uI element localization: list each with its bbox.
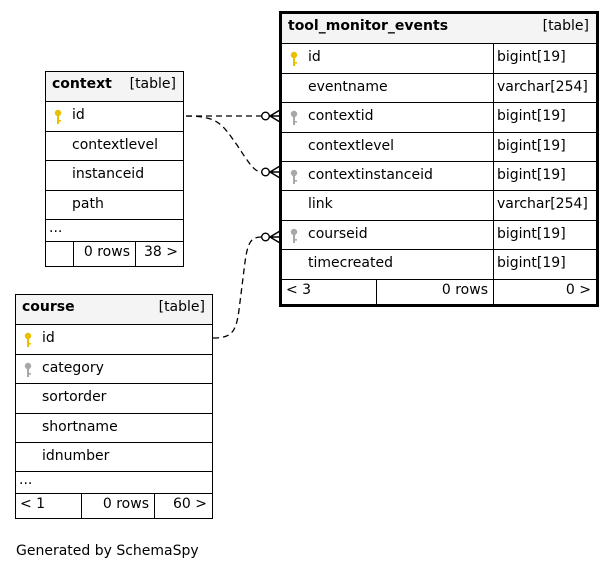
crowfoot-contextinstanceid	[268, 165, 281, 179]
column-name: timecreated	[308, 255, 393, 272]
column-row-contextid[interactable]: contextid bigint[19]	[282, 102, 596, 132]
table-context[interactable]: context [table] id contextlevel instance…	[45, 71, 184, 267]
more-columns: ...	[46, 218, 183, 241]
column-row-contextlevel[interactable]: contextlevel bigint[19]	[282, 131, 596, 161]
column-name: courseid	[308, 225, 368, 242]
edge-contextinstanceid-to-context-id	[185, 115, 264, 173]
column-name: sortorder	[42, 389, 107, 406]
table-name: context	[52, 76, 112, 92]
foreign-key-icon	[290, 169, 298, 184]
column-name: link	[308, 196, 333, 213]
column-type: bigint[19]	[493, 161, 596, 191]
column-type: bigint[19]	[493, 44, 596, 73]
column-row-id[interactable]: id	[16, 324, 212, 353]
more-columns: ...	[16, 471, 212, 493]
generated-by-text: Generated by SchemaSpy	[16, 543, 199, 559]
foreign-key-icon	[290, 110, 298, 126]
column-name: contextinstanceid	[308, 166, 433, 183]
primary-key-icon	[24, 333, 32, 348]
row-count: 0 rows	[81, 494, 154, 519]
crowfoot-courseid	[268, 230, 281, 244]
column-name: shortname	[42, 418, 118, 435]
table-header: context [table]	[46, 72, 183, 102]
column-name: instanceid	[72, 166, 145, 183]
table-type-label: [table]	[158, 299, 205, 315]
more-ellipsis: ...	[49, 219, 63, 236]
column-name: contextlevel	[72, 136, 159, 153]
column-row-shortname[interactable]: shortname	[16, 412, 212, 442]
column-row-id[interactable]: id bigint[19]	[282, 43, 596, 73]
parents-count[interactable]: < 1	[20, 496, 46, 513]
column-type: bigint[19]	[493, 250, 596, 279]
children-count[interactable]: 0 >	[493, 279, 596, 304]
column-name: contextid	[308, 108, 374, 125]
table-footer: < 3 0 rows 0 >	[282, 278, 596, 304]
children-count[interactable]: 38 >	[135, 241, 183, 266]
column-row-path[interactable]: path	[46, 189, 183, 219]
table-name: course	[22, 299, 75, 315]
foreign-key-icon	[24, 362, 32, 377]
column-row-contextinstanceid[interactable]: contextinstanceid bigint[19]	[282, 160, 596, 191]
column-name: idnumber	[42, 447, 110, 464]
column-name: category	[42, 359, 104, 376]
optional-marker-contextid	[261, 111, 271, 121]
column-type: varchar[254]	[493, 191, 596, 220]
column-row-link[interactable]: link varchar[254]	[282, 190, 596, 220]
table-name: tool_monitor_events	[288, 18, 449, 34]
column-row-sortorder[interactable]: sortorder	[16, 383, 212, 412]
table-header: tool_monitor_events [table]	[282, 14, 596, 44]
table-tool-monitor-events[interactable]: tool_monitor_events [table] id bigint[19…	[279, 11, 599, 307]
table-type-label: [table]	[129, 76, 176, 92]
parents-count[interactable]: < 3	[286, 281, 312, 298]
column-type: bigint[19]	[493, 132, 596, 161]
table-footer: 0 rows 38 >	[46, 240, 183, 266]
children-count[interactable]: 60 >	[154, 494, 212, 519]
optional-marker-courseid	[261, 232, 271, 242]
table-header: course [table]	[16, 295, 212, 325]
parents-count	[46, 242, 73, 266]
primary-key-icon	[54, 110, 62, 125]
column-row-eventname[interactable]: eventname varchar[254]	[282, 72, 596, 103]
row-count: 0 rows	[376, 279, 493, 304]
row-count: 0 rows	[73, 241, 135, 266]
table-type-label: [table]	[542, 18, 589, 34]
column-name: id	[42, 330, 55, 347]
edge-courseid-to-course-id	[212, 236, 263, 339]
column-name: path	[72, 195, 104, 212]
foreign-key-icon	[290, 228, 298, 243]
primary-key-icon	[290, 52, 298, 67]
table-course[interactable]: course [table] id category sortorder sho…	[15, 294, 213, 520]
column-name: id	[72, 107, 85, 124]
more-ellipsis: ...	[19, 472, 33, 489]
column-row-idnumber[interactable]: idnumber	[16, 441, 212, 471]
optional-marker-contextinstanceid	[261, 167, 271, 177]
column-row-instanceid[interactable]: instanceid	[46, 160, 183, 189]
column-name: eventname	[308, 78, 388, 95]
column-row-contextlevel[interactable]: contextlevel	[46, 130, 183, 160]
column-name: id	[308, 49, 321, 66]
column-row-courseid[interactable]: courseid bigint[19]	[282, 219, 596, 250]
column-type: bigint[19]	[493, 220, 596, 250]
column-name: contextlevel	[308, 137, 395, 154]
table-footer: < 1 0 rows 60 >	[16, 493, 212, 519]
column-row-timecreated[interactable]: timecreated bigint[19]	[282, 249, 596, 279]
column-row-category[interactable]: category	[16, 353, 212, 383]
column-type: varchar[254]	[493, 73, 596, 103]
crowfoot-contextid	[268, 109, 281, 123]
column-row-id[interactable]: id	[46, 101, 183, 130]
column-type: bigint[19]	[493, 103, 596, 132]
